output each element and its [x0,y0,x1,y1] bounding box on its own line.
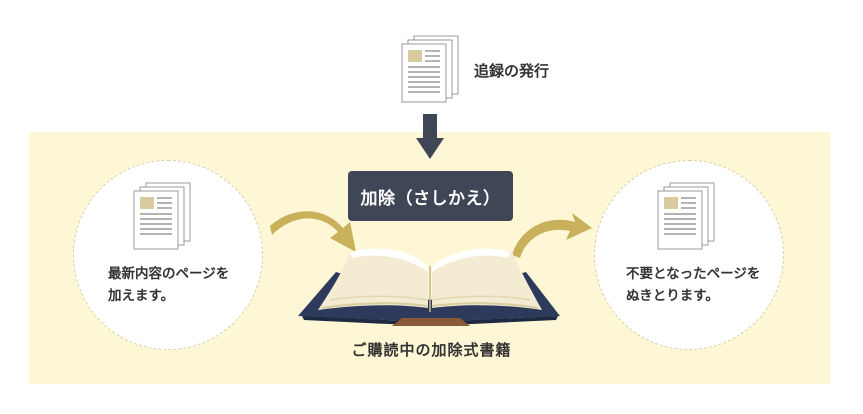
top-label: 追録の発行 [474,62,550,80]
insert-badge: 加除（さしかえ） [348,171,513,221]
curved-arrow-icon [270,211,356,252]
remove-pages-text: 不要となったページを ぬきとります。 [626,266,761,304]
document-stack-icon [401,35,459,103]
down-arrow-icon [416,114,444,159]
document-stack-icon [657,182,715,250]
book-caption: ご購読中の加除式書籍 [351,341,512,359]
open-book-icon [298,248,560,326]
curved-arrow-icon [512,213,592,258]
add-pages-text: 最新内容のページを 加えます。 [108,266,230,304]
document-stack-icon [133,182,191,250]
